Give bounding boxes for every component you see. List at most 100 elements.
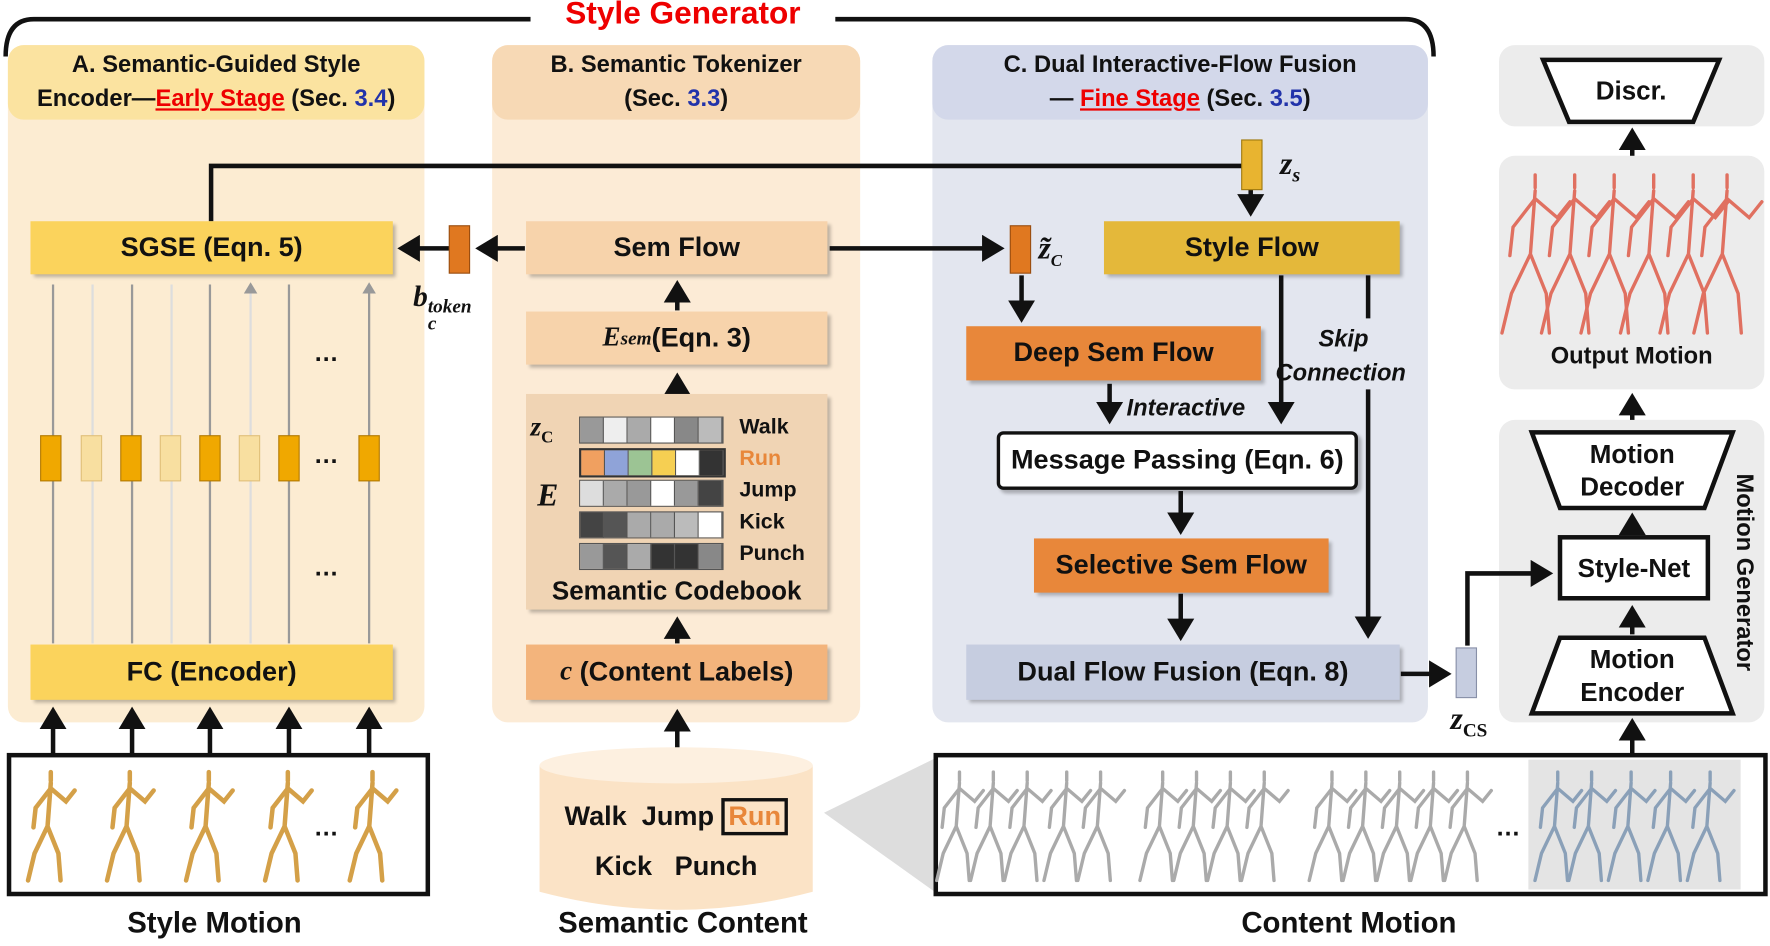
zoom-cone	[824, 758, 935, 892]
codebook-cell	[627, 544, 652, 569]
stick-figure	[347, 769, 399, 883]
stick-figure	[1539, 173, 1612, 335]
stick-figure	[183, 769, 235, 883]
stick-figure	[1042, 770, 1093, 883]
stick-figure	[25, 769, 77, 883]
codebook-label: Punch	[739, 541, 805, 566]
semantic-words-row2: Kick Punch	[594, 851, 758, 882]
sgse-box: SGSE (Eqn. 5)	[30, 221, 393, 275]
panel-b-header: B. Semantic Tokenizer (Sec. 3.3)	[492, 45, 861, 120]
panel-a-title: A. Semantic-Guided Style	[71, 51, 361, 78]
panel-a-header: A. Semantic-Guided Style Encoder—Early S…	[7, 45, 425, 120]
codebook-cell	[675, 512, 699, 538]
stick-figure	[1692, 173, 1764, 335]
stick-figure	[1341, 770, 1392, 883]
style-net-box: Style-Net	[1557, 535, 1711, 601]
codebook-cell	[698, 417, 723, 443]
early-stage-label: Early Stage	[155, 85, 285, 112]
codebook-cell	[627, 512, 652, 538]
codebook-label: Kick	[739, 510, 785, 534]
output-motion-panel	[1499, 155, 1765, 390]
codebook-cell	[651, 480, 676, 506]
stick-figure	[1606, 770, 1657, 883]
codebook-cell	[651, 544, 676, 569]
codebook-cell	[698, 544, 723, 569]
codebook-cell	[699, 450, 724, 476]
style-flow-box: Style Flow	[1103, 221, 1400, 275]
codebook-label: Walk	[739, 415, 789, 440]
panel-b-subtitle: (Sec. 3.3)	[624, 85, 729, 112]
discriminator: Discr.	[1595, 75, 1667, 105]
stick-figure	[1076, 770, 1127, 883]
stick-figure	[1239, 770, 1290, 883]
codebook-cell	[580, 544, 604, 569]
codebook-cell	[581, 450, 606, 476]
discr-shape	[1539, 57, 1723, 125]
content-motion-label: Content Motion	[1241, 905, 1457, 940]
codebook-row	[579, 479, 724, 507]
content-labels-box: c (Content Labels)	[526, 644, 828, 700]
stick-figure	[1658, 173, 1730, 335]
codebook-cell	[676, 450, 700, 476]
codebook-cell	[627, 417, 652, 443]
stick-figure	[1307, 770, 1358, 883]
codebook-cell	[603, 417, 628, 443]
stick-figure	[1618, 173, 1691, 335]
panel-c-header: C. Dual Interactive-Flow Fusion — Fine S…	[932, 45, 1428, 120]
codebook-cell	[651, 512, 676, 538]
selected-run-word: Run	[721, 798, 788, 836]
codebook-row	[579, 542, 724, 571]
semantic-content-database	[539, 747, 813, 910]
panel-c-subtitle: — Fine Stage (Sec. 3.5)	[1049, 85, 1311, 112]
stick-figure	[262, 769, 314, 883]
codebook-cell	[651, 417, 676, 443]
stick-figure	[1138, 770, 1189, 883]
stick-figure	[968, 770, 1019, 883]
zs-label: zs	[1280, 146, 1301, 186]
motion-decoder-shape	[1528, 430, 1736, 511]
codebook-cell	[675, 417, 699, 443]
codebook-cell	[652, 450, 677, 476]
stick-figure	[1375, 770, 1426, 883]
message-passing-box: Message Passing (Eqn. 6)	[996, 431, 1358, 490]
codebook-label: Jump	[739, 478, 797, 503]
style-generator-title: Style Generator	[565, 0, 801, 31]
panel-a-subtitle: Encoder—Early Stage (Sec. 3.4)	[36, 85, 396, 112]
codebook-cell	[675, 480, 699, 506]
deep-sem-flow-box: Deep Sem Flow	[966, 326, 1261, 381]
stick-figure	[1172, 770, 1223, 883]
stick-figure	[1567, 770, 1618, 883]
dual-flow-fusion-box: Dual Flow Fusion (Eqn. 8)	[966, 644, 1400, 700]
motion-generator-label: Motion Generator	[1731, 473, 1758, 672]
ellipsis: …	[313, 338, 339, 367]
panel-b-title: B. Semantic Tokenizer	[550, 51, 802, 78]
selective-sem-flow-box: Selective Sem Flow	[1033, 538, 1329, 593]
codebook-cell	[628, 450, 653, 476]
codebook-cell	[698, 512, 723, 538]
output-motion-label: Output Motion	[1550, 343, 1713, 370]
codebook-cell	[605, 450, 629, 476]
codebook-cell	[580, 417, 604, 443]
ellipsis: …	[313, 553, 339, 582]
panel-c-title: C. Dual Interactive-Flow Fusion	[1003, 51, 1357, 78]
codebook-title: Semantic Codebook	[551, 575, 802, 606]
stick-figure	[935, 770, 986, 883]
stick-figure	[1579, 173, 1651, 335]
codebook-cell	[580, 480, 604, 506]
fc-encoder-box: FC (Encoder)	[30, 644, 393, 700]
codebook-row	[579, 416, 724, 444]
ellipsis: …	[313, 440, 339, 469]
stick-figure	[1442, 770, 1493, 883]
semantic-words-row1: Walk Jump Run	[540, 798, 813, 836]
codebook-cell	[675, 544, 699, 569]
codebook-cell	[603, 512, 628, 538]
codebook-e-label: E	[537, 478, 559, 514]
codebook-cell	[603, 480, 628, 506]
codebook-row	[579, 511, 724, 539]
zc-tilde-label: z̃C	[1038, 231, 1063, 271]
zcs-label: zCS	[1450, 702, 1488, 742]
